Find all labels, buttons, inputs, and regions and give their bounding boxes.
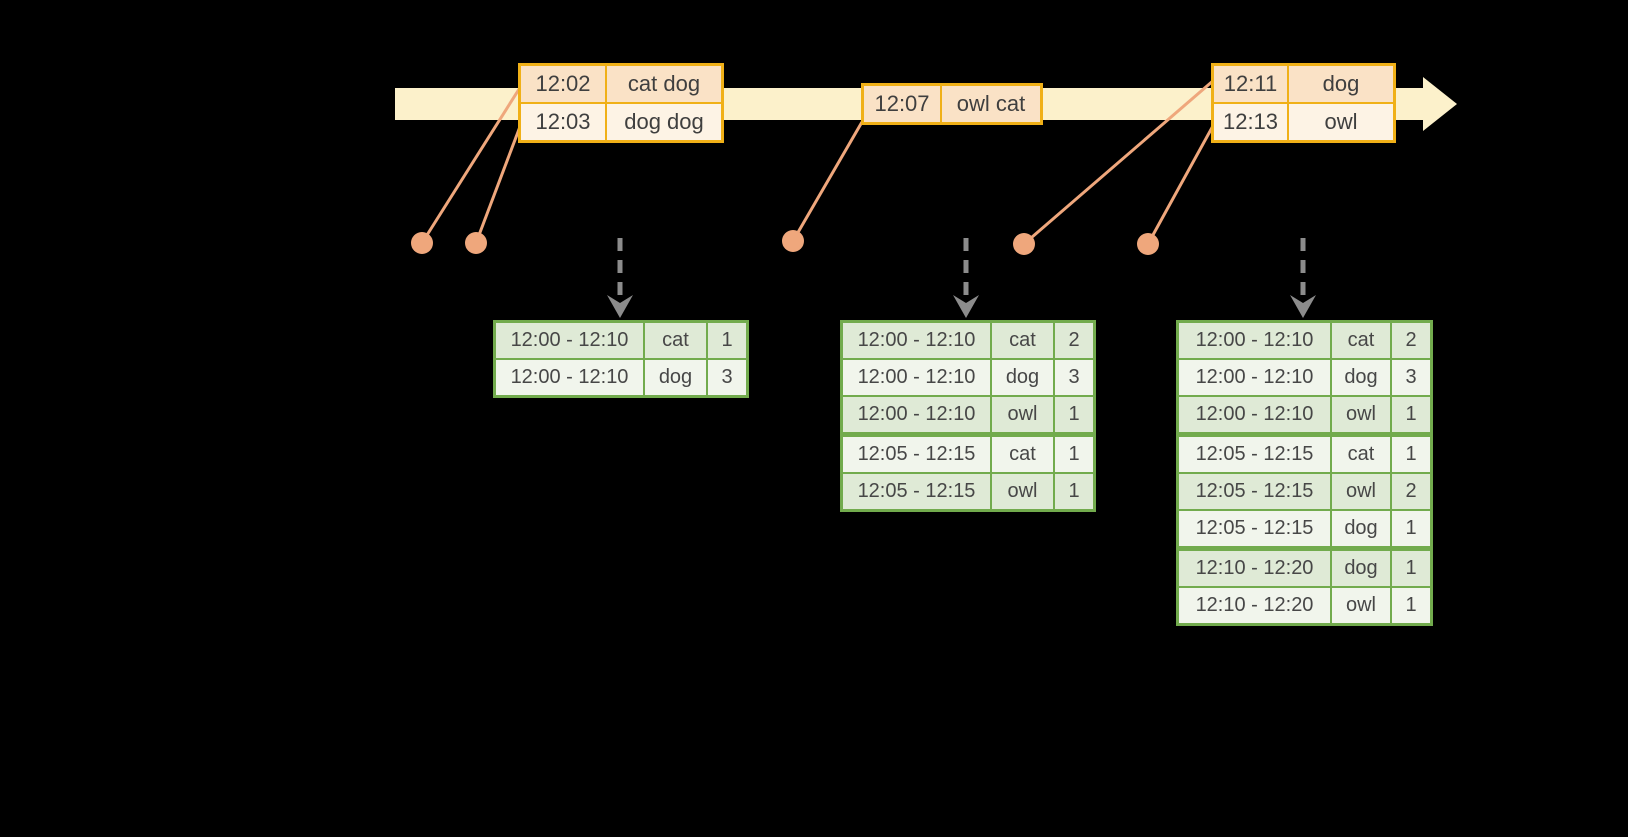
word-cell: dog	[1332, 360, 1390, 395]
event-row: 12:07 owl cat	[864, 86, 1040, 122]
count-cell: 1	[1392, 437, 1430, 472]
event-words-cell: cat dog	[607, 66, 721, 102]
count-cell: 1	[1392, 551, 1430, 586]
trigger-arrowheads	[607, 295, 1316, 318]
word-cell: dog	[1332, 551, 1390, 586]
result-table: 12:00 - 12:10 cat 1 12:00 - 12:10 dog 3	[493, 320, 749, 398]
result-row: 12:00 - 12:10 dog 3	[1179, 360, 1430, 395]
event-table: 12:02 cat dog 12:03 dog dog	[518, 63, 724, 143]
result-row: 12:00 - 12:10 cat 2	[843, 323, 1093, 358]
event-words-cell: owl cat	[942, 86, 1040, 122]
result-row: 12:05 - 12:15 cat 1	[1179, 437, 1430, 472]
window-cell: 12:00 - 12:10	[1179, 360, 1330, 395]
trigger-arrows	[617, 238, 1306, 297]
event-time-cell: 12:07	[864, 86, 940, 122]
word-cell: owl	[1332, 588, 1390, 623]
event-words-cell: dog	[1289, 66, 1393, 102]
event-dots	[411, 230, 1159, 255]
connector-line	[1146, 123, 1216, 245]
word-cell: cat	[992, 437, 1053, 472]
window-cell: 12:00 - 12:10	[496, 323, 643, 358]
count-cell: 2	[1392, 474, 1430, 509]
window-cell: 12:10 - 12:20	[1179, 551, 1330, 586]
event-time-cell: 12:13	[1214, 104, 1287, 140]
event-words-cell: dog dog	[607, 104, 721, 140]
count-cell: 2	[1392, 323, 1430, 358]
window-cell: 12:05 - 12:15	[1179, 511, 1330, 546]
event-row: 12:02 cat dog	[521, 66, 721, 102]
count-cell: 1	[708, 323, 746, 358]
event-dot	[1013, 233, 1035, 255]
word-cell: cat	[992, 323, 1053, 358]
word-cell: dog	[1332, 511, 1390, 546]
result-row: 12:05 - 12:15 dog 1	[1179, 511, 1430, 546]
trigger-arrowhead-icon	[607, 295, 633, 318]
event-time-cell: 12:03	[521, 104, 605, 140]
word-cell: dog	[645, 360, 706, 395]
connector-lines	[420, 78, 1216, 246]
result-table: 12:00 - 12:10 cat 2 12:00 - 12:10 dog 3 …	[1176, 320, 1433, 626]
window-cell: 12:00 - 12:10	[843, 397, 990, 432]
connector-line	[1023, 78, 1215, 246]
window-cell: 12:00 - 12:10	[843, 323, 990, 358]
word-cell: cat	[645, 323, 706, 358]
window-cell: 12:10 - 12:20	[1179, 588, 1330, 623]
window-cell: 12:05 - 12:15	[1179, 474, 1330, 509]
event-time-cell: 12:11	[1214, 66, 1287, 102]
connector-line	[420, 85, 523, 244]
event-row: 12:03 dog dog	[521, 104, 721, 140]
window-cell: 12:00 - 12:10	[496, 360, 643, 395]
window-cell: 12:05 - 12:15	[843, 474, 990, 509]
result-row: 12:00 - 12:10 dog 3	[496, 360, 746, 395]
event-dot	[465, 232, 487, 254]
event-row: 12:13 owl	[1214, 104, 1393, 140]
word-cell: owl	[1332, 397, 1390, 432]
event-dot	[1137, 233, 1159, 255]
result-row: 12:05 - 12:15 cat 1	[843, 437, 1093, 472]
window-cell: 12:00 - 12:10	[843, 360, 990, 395]
event-table: 12:07 owl cat	[861, 83, 1043, 125]
connector-line	[791, 121, 864, 242]
result-row: 12:00 - 12:10 owl 1	[1179, 397, 1430, 432]
window-cell: 12:05 - 12:15	[1179, 437, 1330, 472]
result-row: 12:00 - 12:10 cat 1	[496, 323, 746, 358]
window-cell: 12:00 - 12:10	[1179, 397, 1330, 432]
event-words-cell: owl	[1289, 104, 1393, 140]
trigger-arrowhead-icon	[953, 295, 979, 318]
count-cell: 1	[1392, 511, 1430, 546]
event-table: 12:11 dog 12:13 owl	[1211, 63, 1396, 143]
result-row: 12:00 - 12:10 owl 1	[843, 397, 1093, 432]
trigger-arrowhead-icon	[1290, 295, 1316, 318]
count-cell: 3	[708, 360, 746, 395]
count-cell: 3	[1392, 360, 1430, 395]
word-cell: owl	[992, 397, 1053, 432]
event-dot	[411, 232, 433, 254]
count-cell: 2	[1055, 323, 1093, 358]
count-cell: 3	[1055, 360, 1093, 395]
count-cell: 1	[1055, 437, 1093, 472]
window-cell: 12:05 - 12:15	[843, 437, 990, 472]
result-row: 12:00 - 12:10 dog 3	[843, 360, 1093, 395]
word-cell: cat	[1332, 437, 1390, 472]
count-cell: 1	[1055, 474, 1093, 509]
result-row: 12:10 - 12:20 owl 1	[1179, 588, 1430, 623]
result-row: 12:00 - 12:10 cat 2	[1179, 323, 1430, 358]
event-time-cell: 12:02	[521, 66, 605, 102]
result-row: 12:05 - 12:15 owl 2	[1179, 474, 1430, 509]
word-cell: cat	[1332, 323, 1390, 358]
event-dot	[782, 230, 804, 252]
result-table: 12:00 - 12:10 cat 2 12:00 - 12:10 dog 3 …	[840, 320, 1096, 512]
word-cell: owl	[1332, 474, 1390, 509]
result-row: 12:05 - 12:15 owl 1	[843, 474, 1093, 509]
count-cell: 1	[1392, 397, 1430, 432]
word-cell: owl	[992, 474, 1053, 509]
timeline-arrowhead-icon	[1423, 77, 1457, 131]
count-cell: 1	[1392, 588, 1430, 623]
connector-line	[474, 123, 523, 244]
result-row: 12:10 - 12:20 dog 1	[1179, 551, 1430, 586]
word-cell: dog	[992, 360, 1053, 395]
window-cell: 12:00 - 12:10	[1179, 323, 1330, 358]
event-row: 12:11 dog	[1214, 66, 1393, 102]
count-cell: 1	[1055, 397, 1093, 432]
